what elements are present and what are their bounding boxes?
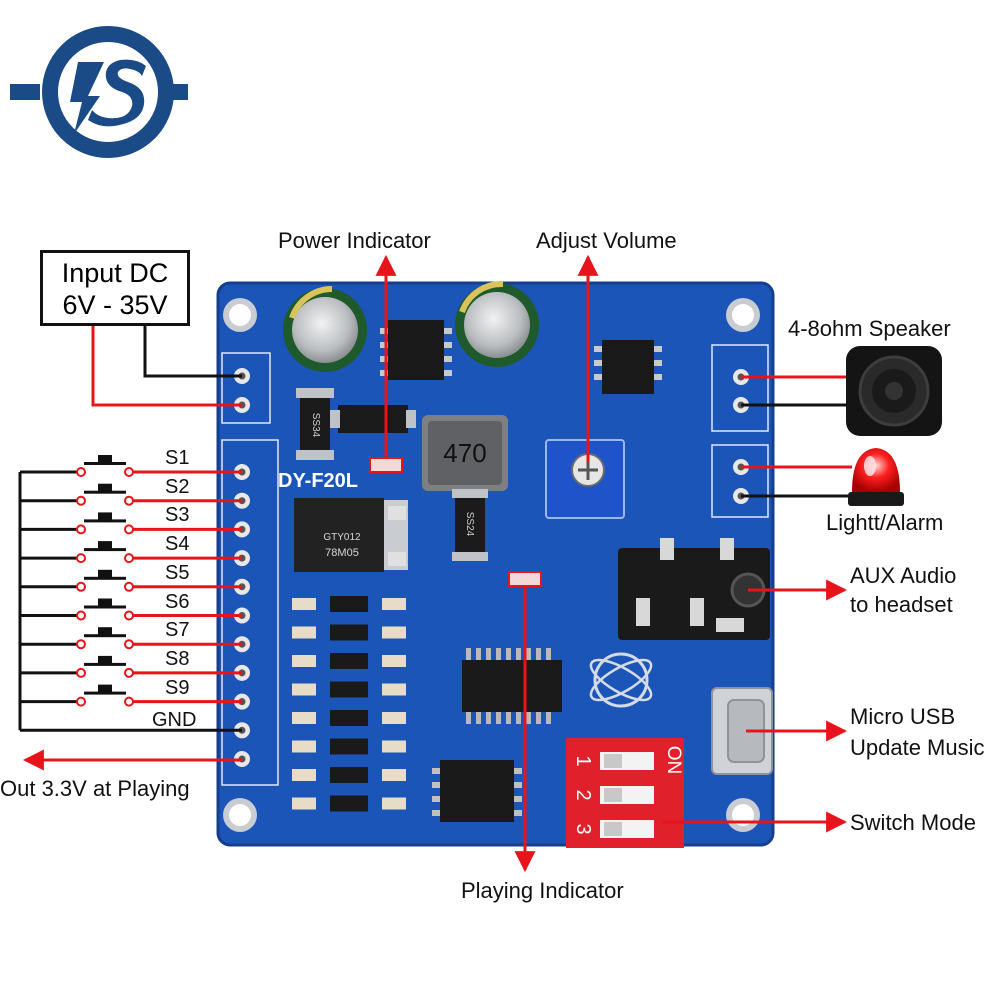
speaker-icon bbox=[846, 346, 942, 436]
diode-component bbox=[292, 653, 406, 669]
diode-component bbox=[292, 767, 406, 783]
push-button-icon bbox=[20, 684, 242, 707]
switch-label: S3 bbox=[165, 504, 190, 527]
input-dc-box: Input DC 6V - 35V bbox=[40, 250, 190, 326]
diode: SS24 bbox=[452, 489, 488, 561]
switch-label: S1 bbox=[165, 447, 190, 469]
diode bbox=[330, 405, 416, 433]
audio-jack bbox=[618, 538, 770, 640]
audio-chip bbox=[462, 648, 562, 724]
capacitor bbox=[455, 280, 539, 367]
mounting-hole bbox=[726, 298, 760, 332]
push-button-icon bbox=[20, 483, 242, 506]
input-wire-red bbox=[91, 326, 242, 407]
push-button-icon bbox=[20, 512, 242, 535]
input-wire-black bbox=[143, 326, 242, 378]
light-alarm-label: Lightt/Alarm bbox=[826, 510, 944, 535]
logo-icon bbox=[10, 26, 188, 158]
dip-switch: ON 1 2 3 bbox=[566, 738, 684, 848]
pcb-board: 470 SS34 SS24 bbox=[216, 280, 775, 848]
playing-indicator-label: Playing Indicator bbox=[461, 878, 624, 903]
alarm-light-icon bbox=[848, 448, 904, 506]
switch-label: S5 bbox=[165, 561, 190, 584]
push-button-icon bbox=[20, 455, 242, 477]
voltage-regulator: GTY012 78M05 bbox=[294, 498, 408, 572]
board-model: DY-F20L bbox=[278, 470, 358, 492]
dip-number: 3 bbox=[572, 823, 594, 834]
ic-chip bbox=[594, 340, 662, 394]
playing-led bbox=[508, 571, 542, 587]
mounting-hole bbox=[726, 798, 760, 832]
diode-component bbox=[292, 795, 406, 812]
power-led bbox=[369, 457, 403, 473]
inductor-code: 470 bbox=[443, 438, 486, 468]
diode-component bbox=[292, 596, 406, 612]
push-button-icon bbox=[20, 598, 242, 621]
speaker-label: 4-8ohm Speaker bbox=[788, 316, 951, 341]
gnd-label: GND bbox=[152, 709, 197, 731]
input-voltage-label: 6V - 35V bbox=[62, 290, 168, 320]
diode-component bbox=[292, 738, 406, 755]
ic-chip bbox=[380, 320, 452, 380]
switch-label: S7 bbox=[165, 619, 190, 642]
switch-label: S2 bbox=[165, 475, 190, 498]
volume-potentiometer bbox=[545, 439, 625, 519]
diode-component bbox=[292, 710, 406, 726]
aux-audio-label: AUX Audio bbox=[850, 563, 957, 588]
diode-label: SS34 bbox=[310, 413, 321, 438]
inductor: 470 bbox=[422, 415, 508, 491]
power-indicator-label: Power Indicator bbox=[278, 228, 431, 253]
regulator-top-label: GTY012 bbox=[323, 532, 361, 543]
aux-headset-label: to headset bbox=[850, 592, 953, 617]
push-button-icon bbox=[20, 541, 242, 564]
diode-label: SS24 bbox=[464, 512, 475, 537]
capacitor bbox=[283, 285, 367, 372]
push-button-icon bbox=[20, 627, 242, 650]
mounting-hole bbox=[223, 298, 257, 332]
micro-usb-label: Micro USB bbox=[850, 704, 956, 729]
switch-mode-label: Switch Mode bbox=[850, 810, 976, 835]
push-button-icon bbox=[20, 569, 242, 592]
update-music-label: Update Music bbox=[850, 735, 985, 760]
mounting-hole bbox=[223, 798, 257, 832]
dip-number: 2 bbox=[572, 789, 594, 800]
diode-component bbox=[292, 624, 406, 641]
flash-chip bbox=[432, 760, 522, 822]
diode: SS34 bbox=[296, 388, 334, 460]
silk-logo-icon bbox=[589, 652, 653, 708]
diode-component bbox=[292, 681, 406, 698]
push-button-icon bbox=[20, 655, 242, 678]
dip-on-label: ON bbox=[663, 746, 684, 775]
diode-array bbox=[292, 596, 406, 812]
input-dc-label: Input DC bbox=[61, 258, 169, 288]
switch-label: S9 bbox=[165, 676, 190, 699]
regulator-label: 78M05 bbox=[325, 547, 359, 559]
switch-label: S6 bbox=[165, 590, 190, 613]
switch-label: S4 bbox=[165, 533, 190, 556]
switch-label: S8 bbox=[165, 647, 190, 670]
out-playing-label: Out 3.3V at Playing bbox=[0, 776, 190, 801]
switch-wiring bbox=[18, 455, 242, 732]
adjust-volume-label: Adjust Volume bbox=[536, 228, 677, 253]
dip-number: 1 bbox=[572, 755, 594, 766]
